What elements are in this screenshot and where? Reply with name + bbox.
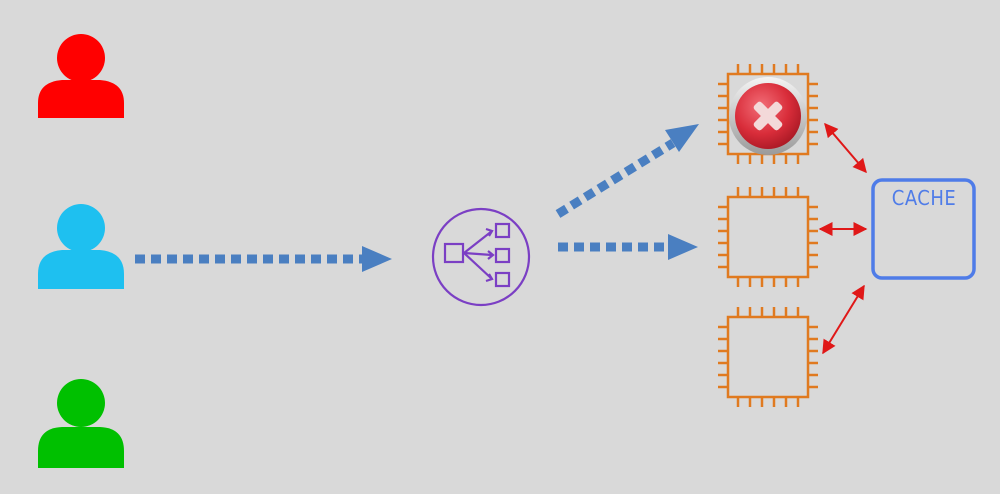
cache-link-instance-1 xyxy=(824,122,867,174)
cache-label: CACHE xyxy=(891,186,957,210)
user-icon-blue xyxy=(38,204,124,289)
user-icon-red xyxy=(38,34,124,118)
user-icon-green xyxy=(38,379,124,468)
compute-instance-icon-3 xyxy=(718,307,818,407)
cache-link-instance-3 xyxy=(822,284,865,355)
load-balancer-to-instance-2-arrow xyxy=(558,234,698,260)
failed-x-icon xyxy=(729,77,807,155)
cache-box xyxy=(871,178,976,280)
load-balancer-to-instance-1-arrow xyxy=(555,124,699,218)
user-to-load-balancer-arrow xyxy=(135,246,392,272)
compute-instance-icon-2 xyxy=(718,187,818,287)
compute-instance-icon-1 xyxy=(718,64,818,164)
load-balancer-icon xyxy=(431,207,531,307)
